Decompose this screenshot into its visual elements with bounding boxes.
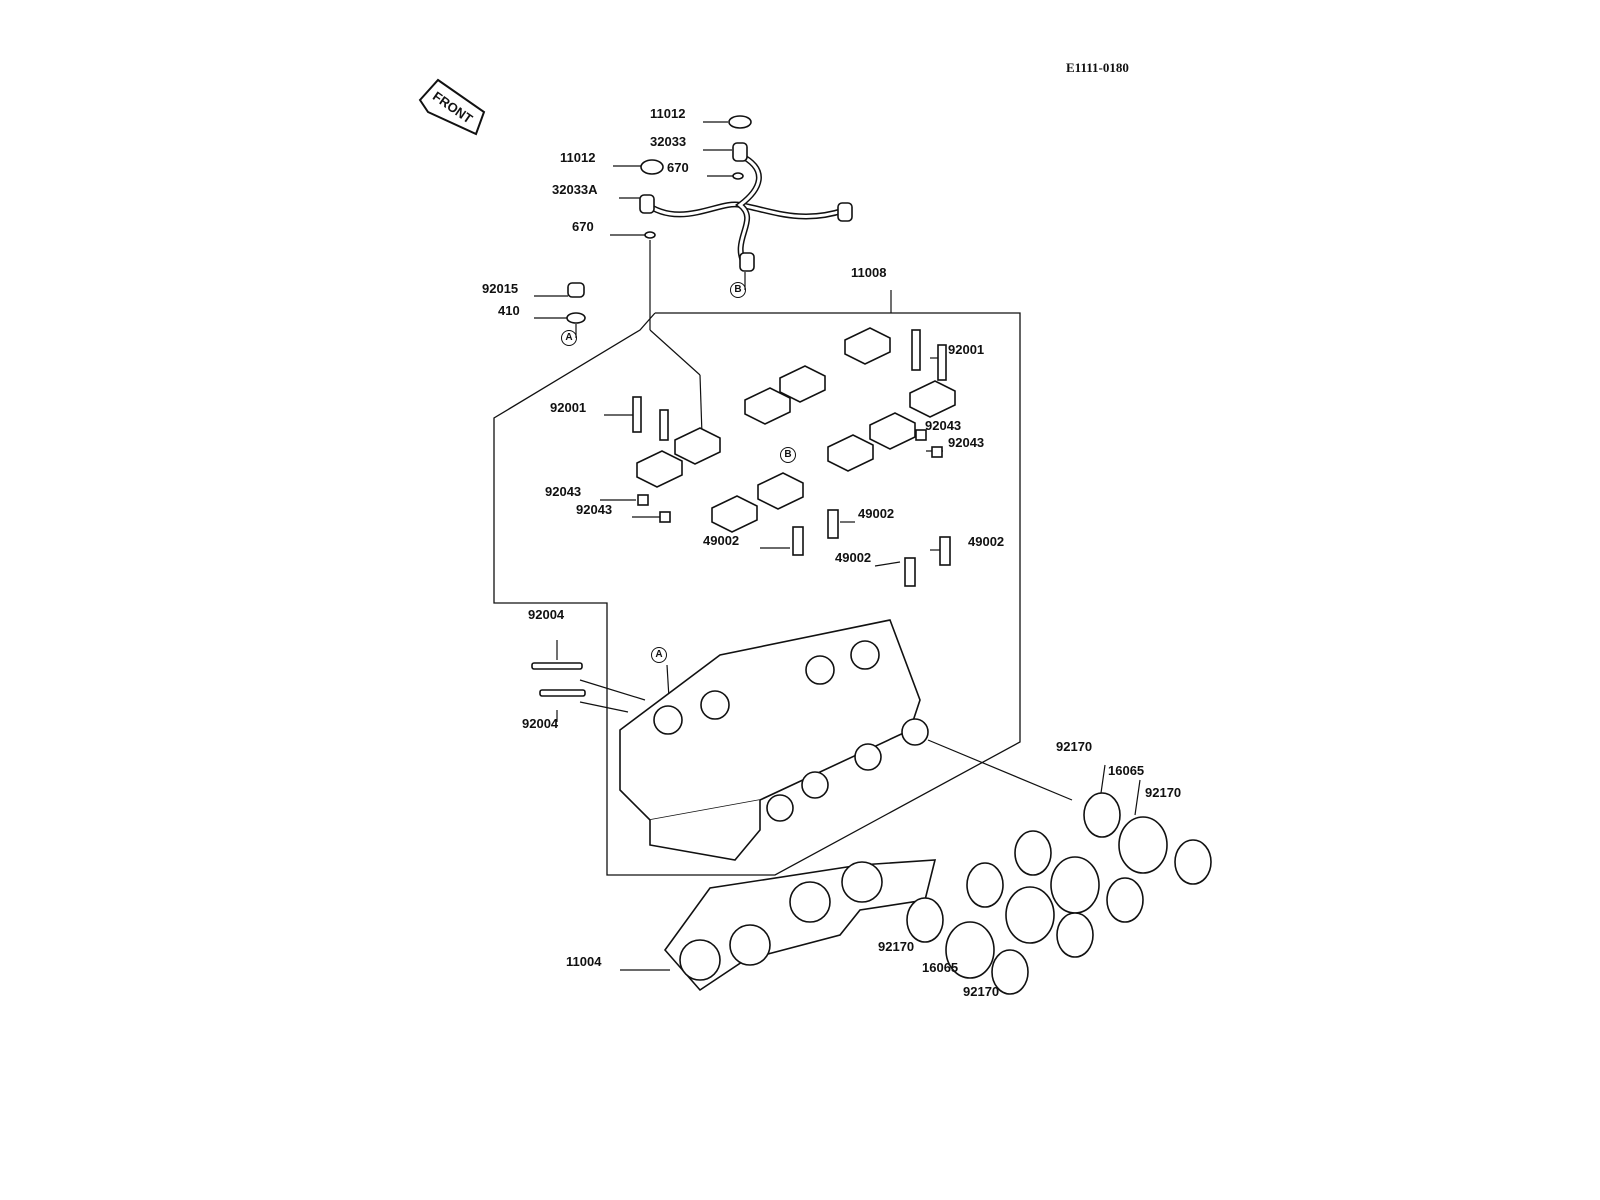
part-number-label: 32033 — [650, 134, 687, 149]
part-number-label: 92015 — [482, 281, 519, 296]
reference-marker: B — [730, 282, 746, 298]
assembly-frame-11008 — [493, 312, 1021, 876]
part-number-label: 92170 — [1145, 785, 1182, 800]
part-number-label: 11004 — [566, 954, 602, 969]
part-number-label: 92043 — [545, 484, 582, 499]
diagram-code: E1111-0180 — [1066, 60, 1129, 75]
part-number-label: 92043 — [925, 418, 962, 433]
front-arrow-icon: FRONT — [418, 78, 486, 136]
part-number-label: 49002 — [703, 533, 740, 548]
part-number-label: 49002 — [858, 506, 895, 521]
head-gasket-11004 — [663, 859, 937, 992]
part-number-label: 92004 — [522, 716, 559, 731]
part-number-label: 11012 — [650, 106, 686, 121]
part-number-label: 410 — [498, 303, 520, 318]
part-number-label: 92170 — [1056, 739, 1093, 754]
oil-pipe — [566, 115, 853, 324]
part-number-label: 92043 — [948, 435, 985, 450]
part-number-label: 16065 — [1108, 763, 1145, 778]
intake-boots — [906, 792, 1212, 995]
part-number-label: 670 — [667, 160, 689, 175]
part-number-label: 92001 — [550, 400, 587, 415]
part-number-label: 92170 — [963, 984, 1000, 999]
leader-lines — [534, 121, 1141, 971]
part-number-label: 92170 — [878, 939, 915, 954]
part-number-label: 92001 — [948, 342, 985, 357]
part-number-label: 49002 — [968, 534, 1005, 549]
cylinder-head — [531, 619, 929, 861]
part-number-label: 16065 — [922, 960, 959, 975]
reference-marker: A — [561, 330, 577, 346]
reference-marker: A — [651, 647, 667, 663]
part-number-label: 11008 — [851, 265, 887, 280]
part-number-label: 670 — [572, 219, 594, 234]
part-number-label: 92043 — [576, 502, 613, 517]
part-number-label: 32033A — [552, 182, 598, 197]
part-number-label: 11012 — [560, 150, 596, 165]
part-number-label: 49002 — [835, 550, 872, 565]
reference-marker: B — [780, 447, 796, 463]
camshaft-caps — [632, 327, 956, 587]
part-number-label: 92004 — [528, 607, 565, 622]
